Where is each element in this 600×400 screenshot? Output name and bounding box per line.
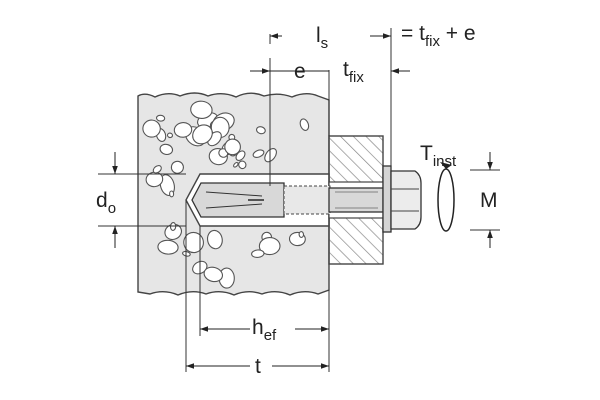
aggregate-stone: [233, 161, 239, 168]
aggregate-stone: [299, 118, 310, 131]
label-t: t: [255, 355, 261, 378]
aggregate-stone: [192, 124, 213, 145]
aggregate-stone: [264, 148, 277, 163]
aggregate-stone: [252, 149, 265, 158]
label-tfix-sub: fix: [349, 69, 365, 86]
aggregate-stone: [190, 100, 213, 119]
label-d0: do: [96, 189, 116, 217]
label-ls-formula: = tfix + e: [401, 22, 476, 50]
expansion-anchor: [191, 182, 384, 218]
label-ls-formula-rhs: + e: [440, 22, 476, 45]
aggregate-stone: [166, 132, 174, 139]
aggregate-stone: [169, 190, 175, 198]
label-d0-main: d: [96, 189, 108, 212]
label-ls-formula-lhs: = t: [401, 22, 425, 45]
label-tfix: tfix: [343, 58, 364, 86]
aggregate-stone: [256, 126, 266, 135]
label-tinst: Tinst: [420, 142, 457, 170]
aggregate-stone: [159, 143, 174, 156]
aggregate-stone: [170, 160, 184, 174]
aggregate-stone: [238, 160, 247, 170]
aggregate-stone: [183, 231, 204, 254]
label-hef-sub: ef: [264, 327, 277, 344]
aggregate-stone: [173, 122, 193, 138]
aggregate-stone: [157, 239, 179, 255]
hex-nut: [390, 170, 422, 230]
aggregate-stone: [155, 114, 166, 122]
concrete-aggregate: [142, 100, 310, 289]
label-ls: ls: [316, 24, 328, 52]
aggregate-stone: [251, 249, 265, 258]
label-e: e: [294, 60, 306, 83]
aggregate-stone: [298, 231, 305, 238]
aggregate-stone: [142, 119, 161, 138]
label-tfix-main: t: [343, 58, 349, 81]
label-ls-main: l: [316, 24, 321, 47]
label-hef: hef: [252, 316, 277, 344]
aggregate-stone: [152, 165, 162, 174]
aggregate-stone: [203, 266, 224, 283]
aggregate-stone: [224, 138, 241, 156]
torque-rotation-symbol: [437, 162, 455, 232]
washer: [382, 165, 392, 233]
label-tinst-sub: inst: [433, 153, 457, 170]
label-ls-formula-sub: fix: [425, 33, 441, 50]
label-d0-sub: o: [108, 200, 116, 217]
label-M: M: [480, 189, 498, 212]
aggregate-stone: [206, 229, 223, 250]
label-hef-main: h: [252, 316, 264, 339]
aggregate-stone: [258, 237, 281, 256]
label-ls-sub: s: [321, 35, 329, 52]
label-tinst-main: T: [420, 142, 433, 165]
